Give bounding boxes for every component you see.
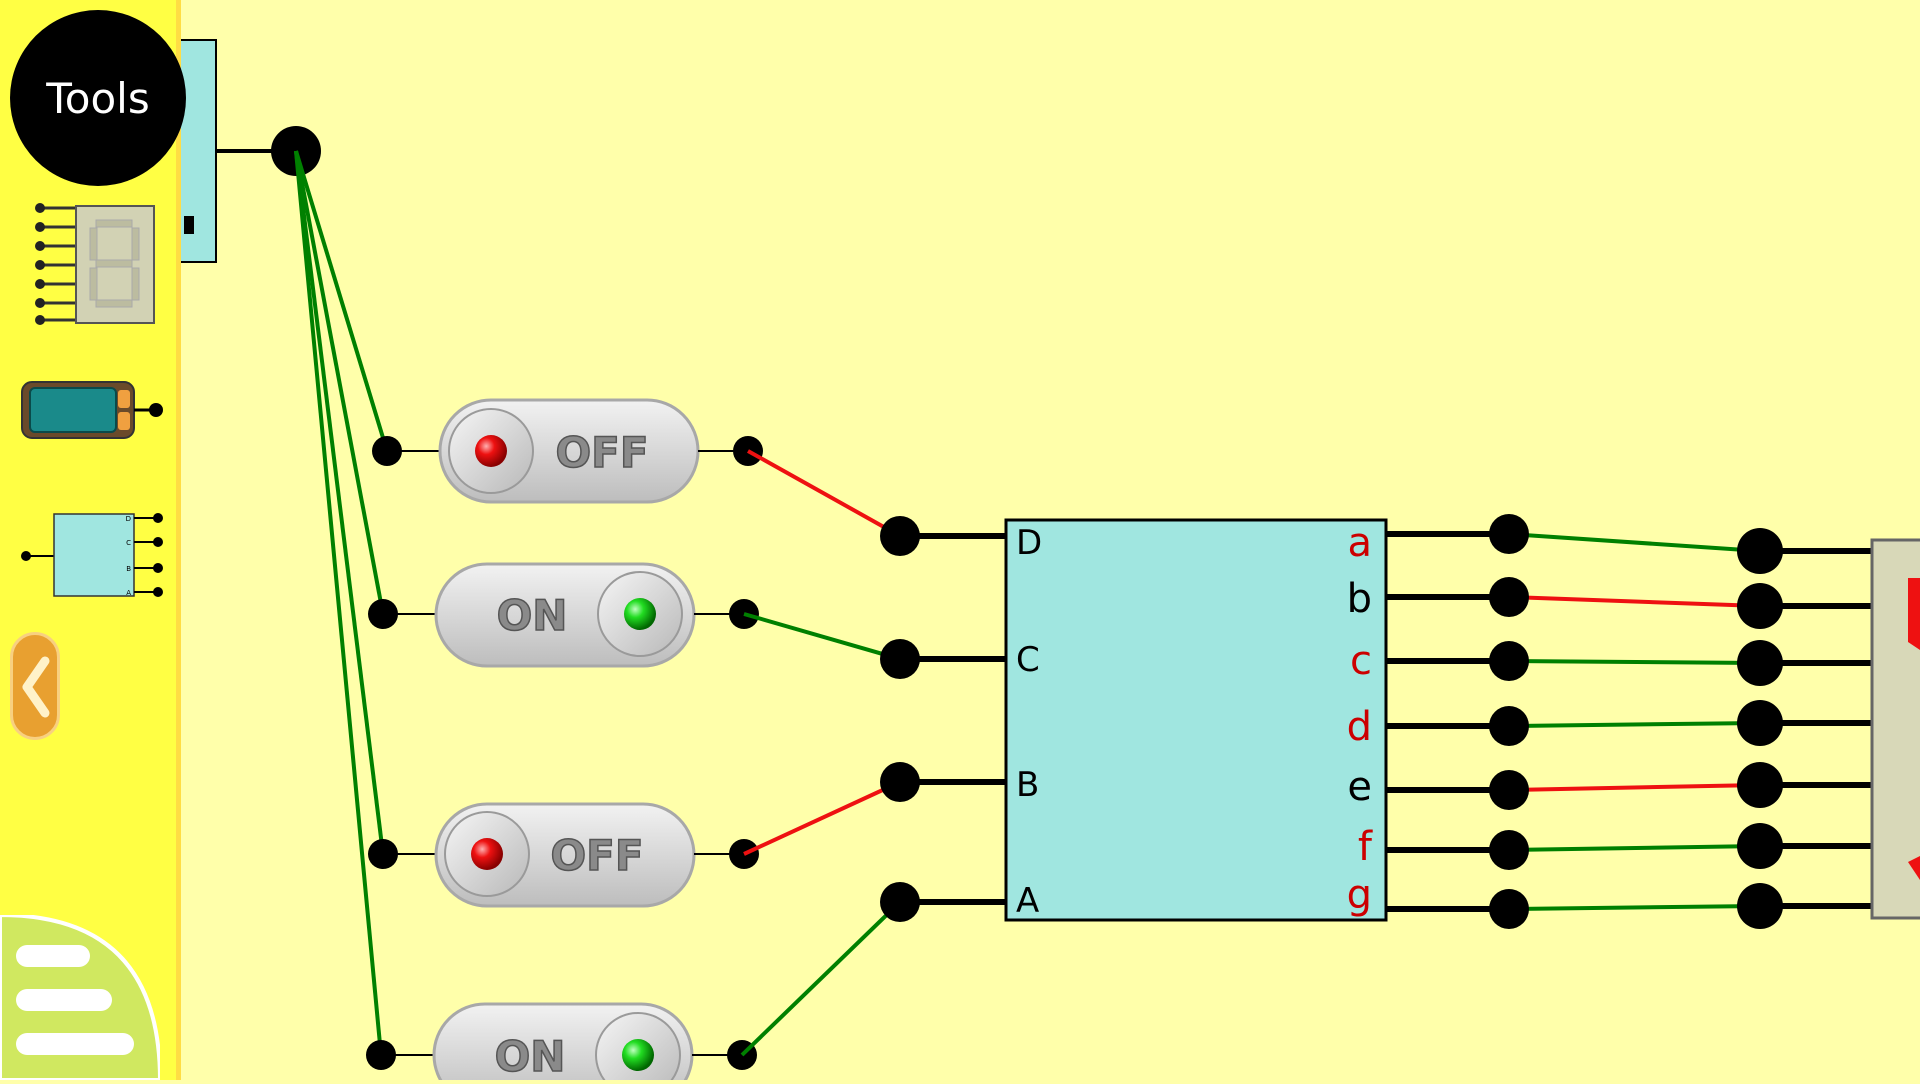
bcd-decoder-chip[interactable]: D C B A a b c d e f g bbox=[880, 516, 1388, 922]
seven-segment-display[interactable] bbox=[1870, 538, 1920, 920]
toggle-switch-c[interactable]: ON bbox=[368, 562, 759, 668]
decoder-output-node-a[interactable] bbox=[1489, 514, 1529, 554]
switch-input-node[interactable] bbox=[368, 839, 398, 869]
display-input-node-b[interactable] bbox=[1737, 583, 1783, 629]
decoder-input-label-d: D bbox=[1016, 523, 1042, 563]
decoder-input-node-d[interactable] bbox=[880, 516, 920, 556]
decoder-output-node-e[interactable] bbox=[1489, 770, 1529, 810]
segment-bottom-left bbox=[1908, 856, 1920, 880]
hamburger-menu-icon bbox=[0, 912, 163, 1082]
decoder-output-node-f[interactable] bbox=[1489, 830, 1529, 870]
menu-button[interactable] bbox=[0, 912, 163, 1082]
decoder-output-label-a: a bbox=[1347, 520, 1372, 566]
decoder-input-node-b[interactable] bbox=[880, 762, 920, 802]
power-wires bbox=[294, 150, 389, 1056]
decoder-input-label-c: C bbox=[1016, 640, 1040, 680]
tools-sidebar: Tools bbox=[0, 0, 186, 1082]
decoder-output-node-b[interactable] bbox=[1489, 577, 1529, 617]
decoder-output-node-d[interactable] bbox=[1489, 706, 1529, 746]
output-nodes bbox=[1489, 514, 1783, 929]
decoder-output-node-g[interactable] bbox=[1489, 889, 1529, 929]
decoder-output-label-b: b bbox=[1347, 576, 1372, 622]
red-led-icon bbox=[471, 838, 503, 870]
decoder-output-label-g: g bbox=[1347, 872, 1372, 918]
segment-top-left bbox=[1908, 578, 1920, 650]
decoder-input-node-c[interactable] bbox=[880, 639, 920, 679]
decoder-chip-tool[interactable]: D C B A bbox=[20, 508, 166, 600]
chevron-left-icon bbox=[22, 656, 50, 718]
display-input-node-e[interactable] bbox=[1737, 762, 1783, 808]
decoder-input-label-a: A bbox=[1016, 881, 1039, 921]
output-wires bbox=[1386, 531, 1872, 912]
number-input-tool[interactable] bbox=[20, 378, 166, 442]
display-input-node-c[interactable] bbox=[1737, 640, 1783, 686]
switch-label: OFF bbox=[555, 428, 648, 477]
switch-input-node[interactable] bbox=[366, 1040, 396, 1070]
decoder-chip-icon: D C B A bbox=[21, 513, 163, 597]
decoder-output-node-c[interactable] bbox=[1489, 641, 1529, 681]
seven-segment-display-tool[interactable] bbox=[28, 200, 158, 328]
decoder-output-label-f: f bbox=[1358, 824, 1373, 870]
source-block[interactable] bbox=[169, 39, 321, 263]
toggle-switch-a[interactable]: ON bbox=[366, 1002, 757, 1080]
switch-label: ON bbox=[495, 1032, 566, 1080]
switch-group: OFF ON OFF bbox=[366, 398, 763, 1080]
switch-label: ON bbox=[497, 591, 568, 640]
number-display-icon bbox=[21, 381, 163, 439]
decoder-output-label-c: c bbox=[1350, 638, 1372, 684]
decoder-output-label-d: d bbox=[1347, 704, 1372, 750]
mini-chip-pin-a: A bbox=[126, 589, 131, 597]
green-led-icon bbox=[622, 1039, 654, 1071]
toggle-switch-b[interactable]: OFF bbox=[368, 802, 759, 908]
switch-label: OFF bbox=[550, 831, 643, 880]
display-input-node-d[interactable] bbox=[1737, 700, 1783, 746]
decoder-input-node-a[interactable] bbox=[880, 882, 920, 922]
display-input-node-g[interactable] bbox=[1737, 883, 1783, 929]
mini-chip-pin-d: D bbox=[126, 515, 131, 523]
input-wires bbox=[740, 449, 902, 1057]
switch-input-node[interactable] bbox=[372, 436, 402, 466]
seven-segment-icon bbox=[35, 203, 155, 325]
display-input-node-f[interactable] bbox=[1737, 823, 1783, 869]
collapse-sidebar-button[interactable] bbox=[10, 632, 60, 740]
tools-button[interactable]: Tools bbox=[10, 10, 186, 186]
toggle-switch-d[interactable]: OFF bbox=[372, 398, 763, 504]
green-led-icon bbox=[624, 598, 656, 630]
mini-chip-pin-c: C bbox=[126, 539, 131, 547]
mini-chip-pin-b: B bbox=[126, 565, 131, 573]
switch-input-node[interactable] bbox=[368, 599, 398, 629]
display-input-node-a[interactable] bbox=[1737, 528, 1783, 574]
decoder-input-label-b: B bbox=[1016, 765, 1039, 805]
decoder-output-label-e: e bbox=[1347, 764, 1372, 810]
red-led-icon bbox=[475, 435, 507, 467]
